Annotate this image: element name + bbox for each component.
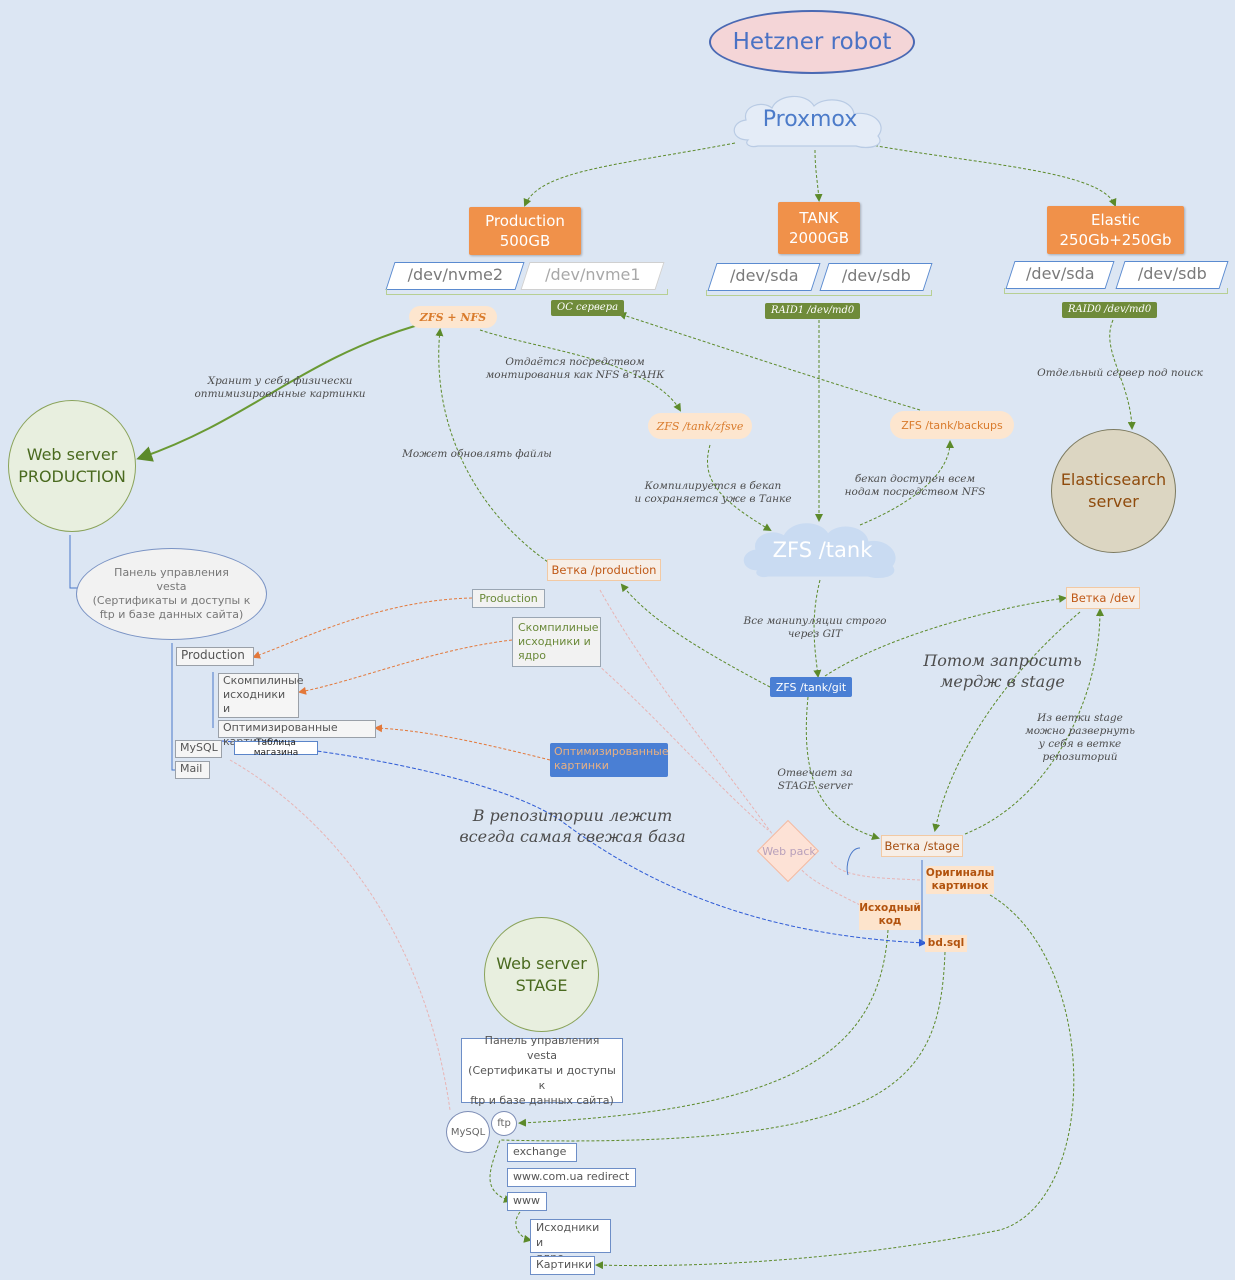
hetzner-robot-node[interactable]: Hetzner robot <box>709 10 915 74</box>
proxmox-label: Proxmox <box>762 106 858 132</box>
prod-mysql-item[interactable]: MySQL <box>175 740 222 758</box>
stage-exchange-item[interactable]: exchange <box>507 1143 577 1162</box>
production-server-node[interactable]: Production 500GB <box>469 207 581 255</box>
elastic-server-name: Elastic <box>1091 211 1140 229</box>
zfs-nfs-node[interactable]: ZFS + NFS <box>409 306 497 328</box>
tank-server-size: 2000GB <box>788 229 850 247</box>
elastic-disk-sdb[interactable]: /dev/sdb <box>1115 261 1229 289</box>
elastic-server-node[interactable]: Elastic 250Gb+250Gb <box>1047 206 1184 254</box>
tank-disk-sdb[interactable]: /dev/sdb <box>819 263 933 291</box>
disk-nvme1[interactable]: /dev/nvme1 <box>520 262 665 290</box>
bdsql-node[interactable]: bd.sql <box>925 935 967 952</box>
mid-production-item[interactable]: Production <box>472 589 545 608</box>
tank-server-node[interactable]: TANK 2000GB <box>778 202 860 254</box>
prod-optimized-images-item[interactable]: Оптимизированные картинки <box>218 720 376 748</box>
tank-server-name: TANK <box>799 209 839 227</box>
raid1-tag[interactable]: RAID1 /dev/md0 <box>765 303 861 319</box>
stage-mysql-node[interactable]: MySQL <box>446 1111 490 1153</box>
branch-dev[interactable]: Ветка /dev <box>1066 587 1140 609</box>
tank-disk-sda[interactable]: /dev/sda <box>707 263 821 291</box>
tank-bracket <box>706 290 932 296</box>
zfs-tank-cloud[interactable] <box>740 518 905 582</box>
branch-production[interactable]: Ветка /production <box>547 559 661 581</box>
elastic-disk-sda[interactable]: /dev/sda <box>1005 261 1115 289</box>
note-separate-server: Отдельный сервер под поиск <box>1037 367 1203 379</box>
elastic-bracket <box>1004 288 1228 294</box>
prod-production-item[interactable]: Production <box>176 647 254 666</box>
prod-shop-table-item[interactable]: Таблица магазина <box>234 738 318 758</box>
zfs-tank-backups-node[interactable]: ZFS /tank/backups <box>890 411 1014 439</box>
stage-www-item[interactable]: www <box>507 1192 547 1211</box>
raid0-tag[interactable]: RAID0 /dev/md0 <box>1062 302 1158 318</box>
proxmox-cloud[interactable] <box>728 90 896 152</box>
zfs-tank-label: ZFS /tank <box>772 538 873 562</box>
elastic-server-size: 250Gb+250Gb <box>1059 231 1172 249</box>
zfs-tank-git-node[interactable]: ZFS /tank/git <box>770 677 852 697</box>
stage-images-item[interactable]: Картинки <box>530 1256 595 1275</box>
production-server-name: Production <box>485 212 565 230</box>
hetzner-robot-label: Hetzner robot <box>732 29 892 55</box>
stage-ftp-node[interactable]: ftp <box>491 1111 517 1136</box>
webpack-label: Web pack <box>762 844 816 858</box>
stage-redirect-item[interactable]: www.com.ua redirect <box>507 1168 636 1187</box>
os-tag[interactable]: ОС сервера <box>551 300 625 316</box>
disk-group-bracket <box>386 289 668 295</box>
prod-mail-item[interactable]: Mail <box>175 761 210 779</box>
production-server-size: 500GB <box>499 232 551 250</box>
disk-nvme2[interactable]: /dev/nvme2 <box>385 262 525 290</box>
note-can-update: Может обновлять файлы <box>402 448 552 460</box>
branch-stage[interactable]: Ветка /stage <box>881 835 963 857</box>
zfs-tank-zfsve-node[interactable]: ZFS /tank/zfsve <box>648 413 752 439</box>
